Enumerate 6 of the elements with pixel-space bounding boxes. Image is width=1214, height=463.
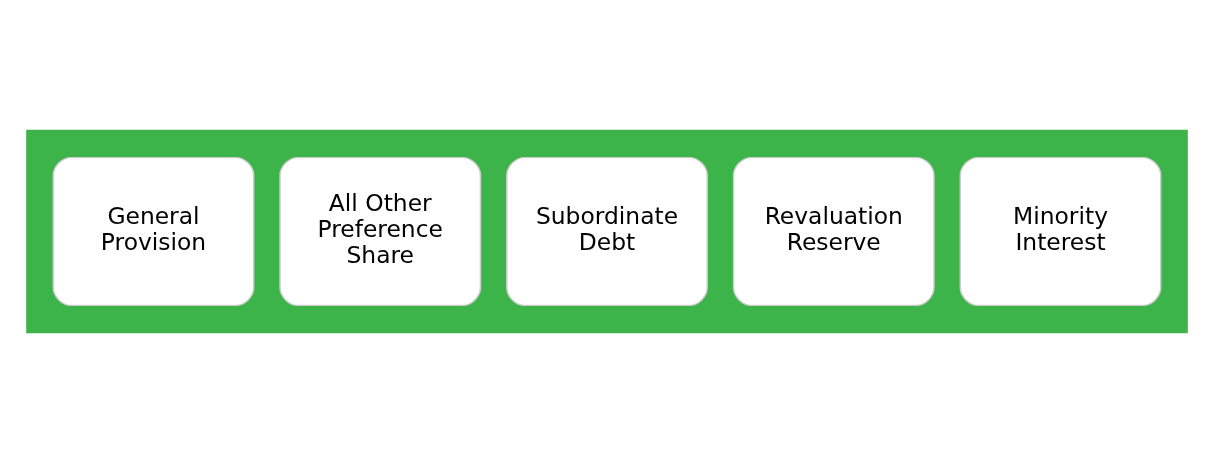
cluster (26, 129, 1188, 334)
node-box: Minority Interest (959, 156, 1162, 307)
node-box: All Other Preference Share (279, 156, 482, 307)
node-box: General Provision (52, 156, 255, 307)
node-box: Subordinate Debt (506, 156, 708, 307)
node-box: Revaluation Reserve (732, 156, 935, 307)
